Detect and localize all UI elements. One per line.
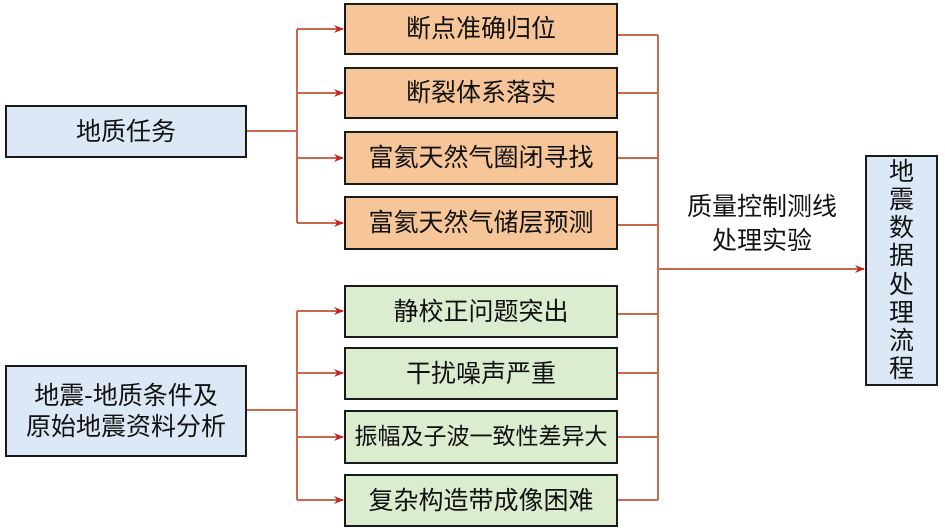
result-char: 据 [888, 241, 914, 271]
conditions-line-1: 地震-地质条件及 [34, 380, 218, 410]
task-box-3: 富氦天然气圈闭寻找 [344, 131, 618, 185]
task-label: 富氦天然气储层预测 [368, 208, 594, 238]
conditions-analysis-box: 地震-地质条件及 原始地震资料分析 [5, 365, 247, 457]
problem-label: 振幅及子波一致性差异大 [354, 423, 608, 450]
task-label: 断裂体系落实 [405, 78, 556, 108]
result-char: 震 [888, 184, 914, 214]
result-char: 地 [888, 156, 914, 186]
problem-label: 复杂构造带成像困难 [368, 485, 594, 515]
task-label: 富氦天然气圈闭寻找 [368, 143, 594, 173]
quality-control-label: 质量控制测线 处理实验 [664, 190, 860, 258]
problem-label: 干扰噪声严重 [405, 358, 556, 388]
problem-box-2: 干扰噪声严重 [344, 347, 618, 400]
geological-task-label: 地质任务 [75, 116, 176, 146]
task-label: 断点准确归位 [405, 14, 556, 44]
result-char: 流 [888, 326, 914, 355]
problem-box-1: 静校正问题突出 [344, 285, 618, 338]
seismic-processing-flow-box: 地 震 数 据 处 理 流 程 [865, 155, 938, 386]
problem-label: 静校正问题突出 [393, 296, 569, 326]
quality-control-line-2: 处理实验 [711, 225, 812, 255]
problem-box-3: 振幅及子波一致性差异大 [344, 410, 618, 464]
problem-box-4: 复杂构造带成像困难 [344, 474, 618, 527]
result-char: 数 [888, 213, 914, 242]
result-char: 程 [888, 354, 914, 384]
conditions-line-2: 原始地震资料分析 [25, 412, 226, 441]
result-char: 处 [888, 269, 914, 299]
geological-task-box: 地质任务 [5, 105, 247, 158]
result-char: 理 [888, 297, 914, 327]
quality-control-line-1: 质量控制测线 [686, 192, 837, 221]
task-box-1: 断点准确归位 [344, 3, 618, 55]
task-box-2: 断裂体系落实 [344, 67, 618, 119]
task-box-4: 富氦天然气储层预测 [344, 196, 618, 250]
